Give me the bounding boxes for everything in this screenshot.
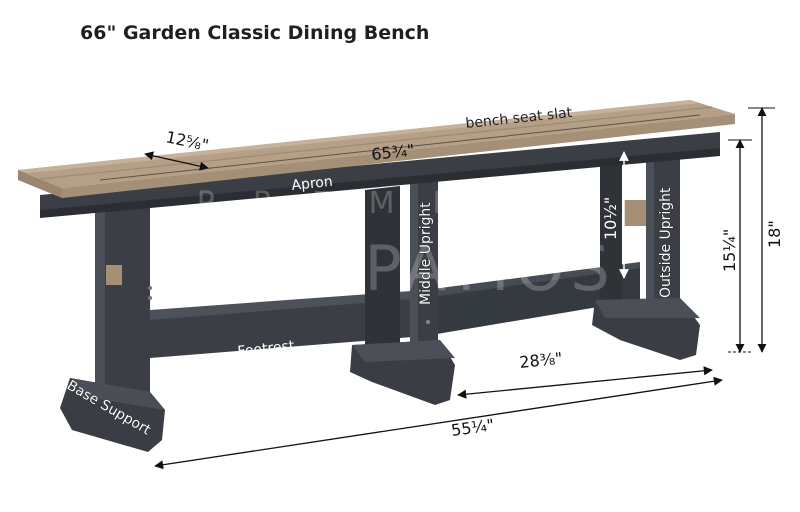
- label-outside-upright: Outside Upright: [658, 187, 674, 298]
- apron-rail: [40, 132, 720, 218]
- dim-seat-depth: 12⅝": [164, 127, 210, 155]
- dim-overall-height: 18": [765, 220, 784, 248]
- label-middle-upright: Middle Upright: [418, 202, 434, 305]
- dim-seat-height: 15¼": [720, 229, 739, 272]
- dim-seat-length: 65¾": [370, 141, 415, 164]
- page-title: 66" Garden Classic Dining Bench: [80, 22, 430, 44]
- left-leg: [60, 200, 165, 452]
- watermark-line1: PREMIUM: [197, 186, 603, 221]
- dim-footrest-span: 28⅜": [518, 349, 563, 372]
- dim-base-length: 55¼": [450, 415, 495, 440]
- label-apron: Apron: [291, 174, 334, 194]
- watermark: PREMIUM POLY PATIOS: [164, 186, 615, 305]
- dim-upright-gap: 10½": [601, 197, 620, 240]
- label-footrest: Footrest: [237, 338, 296, 360]
- right-upright-assembly: [592, 144, 700, 360]
- dimension-lines: [99, 107, 775, 470]
- footrest-rail: [150, 262, 640, 358]
- watermark-line2: POLY PATIOS: [164, 232, 615, 305]
